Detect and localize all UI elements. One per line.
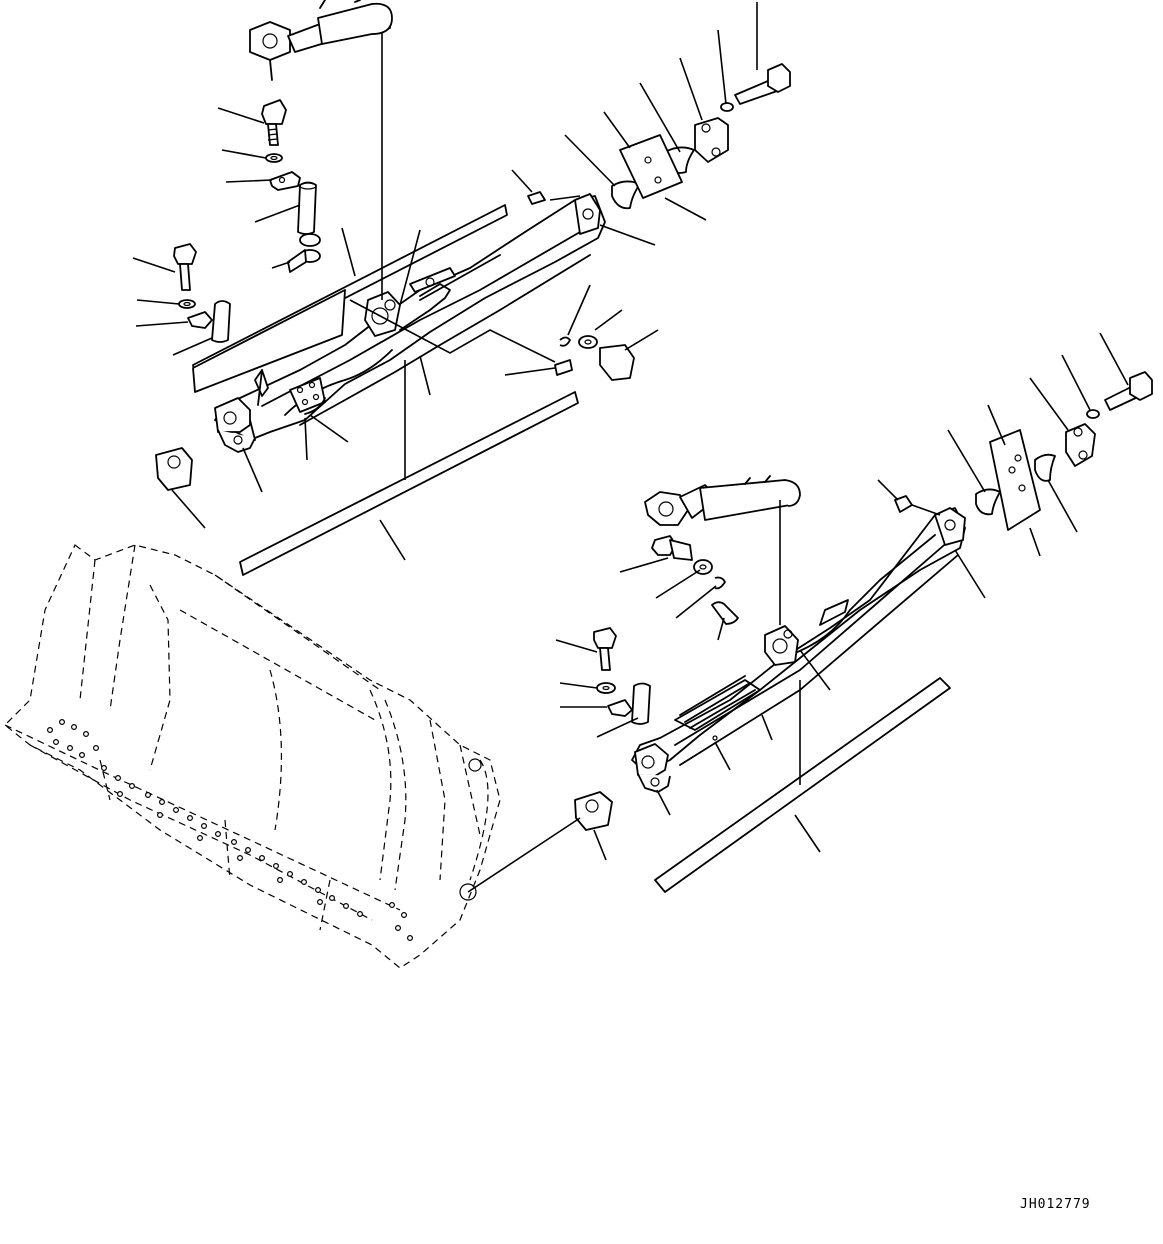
left-fasteners xyxy=(156,64,790,490)
dozer-blade xyxy=(5,545,500,968)
left-hydraulic-cylinder xyxy=(250,0,392,80)
right-fasteners xyxy=(575,372,1152,830)
right-liner-strip xyxy=(655,678,950,892)
right-arm xyxy=(632,508,965,792)
right-hydraulic-cylinder xyxy=(645,476,800,525)
drawing-code: JH012779 xyxy=(1020,1197,1091,1212)
leader-lines xyxy=(133,2,1128,892)
left-arm xyxy=(215,194,605,452)
left-liner-strips xyxy=(193,205,578,575)
blade-perforations xyxy=(48,720,413,941)
